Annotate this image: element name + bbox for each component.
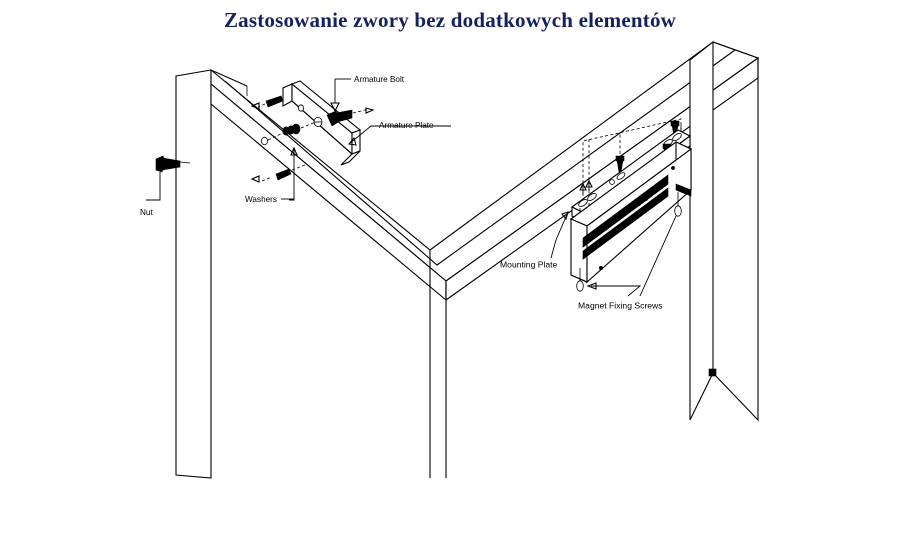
magnet-fixing-screw-right [674, 192, 682, 217]
armature-bolt-part [326, 107, 375, 127]
center-corner-post [429, 250, 447, 478]
door-frame [175, 40, 760, 479]
mounting-plate-arrow [561, 211, 569, 221]
label-magnet-fixing-screws: Magnet Fixing Screws [578, 300, 663, 310]
left-jamb [175, 69, 248, 479]
washers-leader [289, 148, 295, 201]
label-nut: Nut [140, 208, 153, 217]
magnet-screws-leader-right [639, 215, 677, 297]
right-jamb [689, 40, 759, 422]
washer-stack [261, 120, 319, 146]
magnet-body [569, 141, 693, 284]
armature-bolt-arrow [330, 102, 340, 113]
magnet-screws-leader-left [591, 285, 642, 297]
mounting-plate-leader [550, 211, 569, 259]
label-armature-bolt: Armature Bolt [354, 75, 405, 84]
exploded-bolt-bottom [250, 164, 306, 183]
nut-leader [146, 172, 161, 201]
magnet-screws-arrow-left [586, 282, 597, 290]
nut-part [155, 155, 191, 173]
label-mounting-plate: Mounting Plate [500, 259, 558, 269]
washers-arrow [290, 146, 298, 156]
magnet-fixing-screw-left [576, 268, 584, 292]
label-armature-plate: Armature Plate [379, 121, 434, 130]
page-title: Zastosowanie zwory bez dodatkowych eleme… [223, 8, 677, 32]
armature-plate-leader [348, 125, 451, 145]
armature-plate-arrow [347, 136, 357, 146]
label-washers: Washers [245, 195, 277, 204]
